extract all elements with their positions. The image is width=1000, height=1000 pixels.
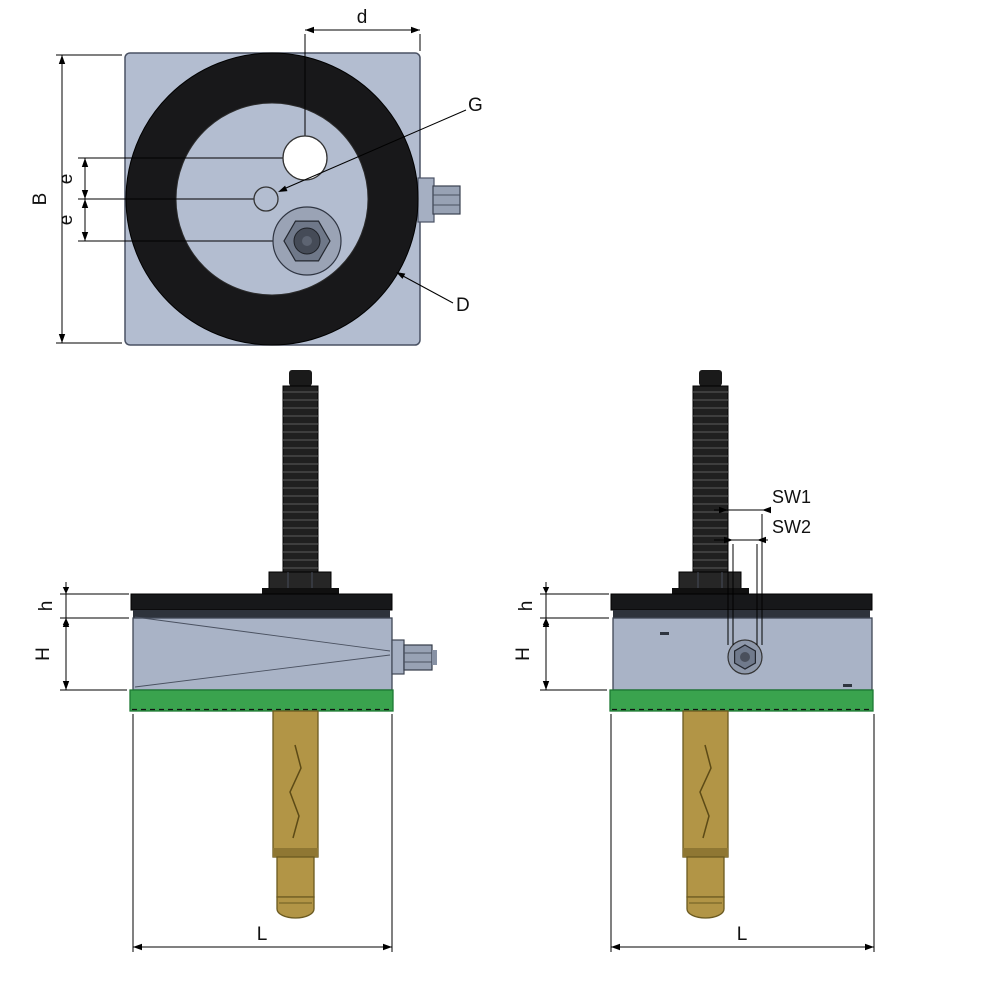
- clamp-nut: [432, 185, 461, 215]
- dim-d-label: d: [357, 7, 368, 28]
- dim-h-front: h: [36, 582, 129, 630]
- dim-L-side: L: [610, 714, 875, 952]
- anchor-tip: [686, 896, 725, 919]
- expansion-slot: [289, 744, 302, 839]
- stud-threads: [693, 391, 728, 569]
- label-G: G: [468, 95, 483, 116]
- dim-B: B: [30, 54, 122, 344]
- green-pad: [609, 689, 874, 712]
- side-tab: [391, 639, 405, 675]
- dim-H-side-label: H: [513, 647, 534, 661]
- stud-cap: [289, 370, 312, 386]
- thread-hole-g: [253, 186, 279, 212]
- washer: [262, 588, 339, 595]
- green-pad: [129, 689, 394, 712]
- dim-h-side-label: h: [516, 601, 537, 612]
- hole-reference-lines: [78, 34, 306, 242]
- label-D: D: [456, 295, 470, 316]
- top-view: d B e e G: [30, 7, 483, 346]
- expansion-slot: [699, 744, 712, 839]
- dim-SW1: SW1: [714, 487, 811, 645]
- top-cover-plate: [130, 593, 393, 611]
- anchor-groove: [273, 848, 318, 857]
- anchor-bolt: [682, 710, 729, 919]
- dim-H-side: H: [513, 618, 607, 691]
- clamp-nut-side: [403, 644, 437, 671]
- dim-e-chain: e e: [56, 158, 89, 241]
- dim-H-front-label: H: [33, 647, 54, 661]
- dim-L-front-label: L: [257, 924, 268, 945]
- dim-h-front-label: h: [36, 601, 57, 612]
- dim-H-front: H: [33, 618, 127, 691]
- side-view: SW1 SW2 h H: [513, 370, 875, 952]
- dim-h-side: h: [516, 582, 609, 630]
- dim-SW1-label: SW1: [772, 487, 811, 507]
- cover-recess: [613, 610, 870, 618]
- mount-body: [132, 617, 393, 691]
- anchor-tip: [276, 896, 315, 919]
- dim-L-front: L: [132, 714, 393, 952]
- side-tab: [417, 177, 435, 223]
- dim-e-lower-label: e: [56, 215, 77, 226]
- threaded-stud: [692, 385, 729, 573]
- hex-screw: [272, 206, 342, 276]
- stud-cap: [699, 370, 722, 386]
- top-cover-plate: [610, 593, 873, 611]
- front-view: h H L: [33, 370, 437, 952]
- leader-G: G: [278, 95, 483, 192]
- body-hex-nut: [727, 639, 763, 675]
- anchor-groove: [683, 848, 728, 857]
- dim-d: d: [305, 7, 421, 51]
- dim-SW2: SW2: [714, 517, 811, 645]
- dim-B-label: B: [30, 193, 51, 206]
- washer: [672, 588, 749, 595]
- dim-e-upper-label: e: [56, 174, 77, 185]
- stud-threads: [283, 391, 318, 569]
- cover-recess: [133, 610, 390, 618]
- leader-D: D: [396, 272, 470, 316]
- anchor-bolt: [272, 710, 319, 919]
- threaded-stud: [282, 385, 319, 573]
- dim-SW2-label: SW2: [772, 517, 811, 537]
- dim-L-side-label: L: [737, 924, 748, 945]
